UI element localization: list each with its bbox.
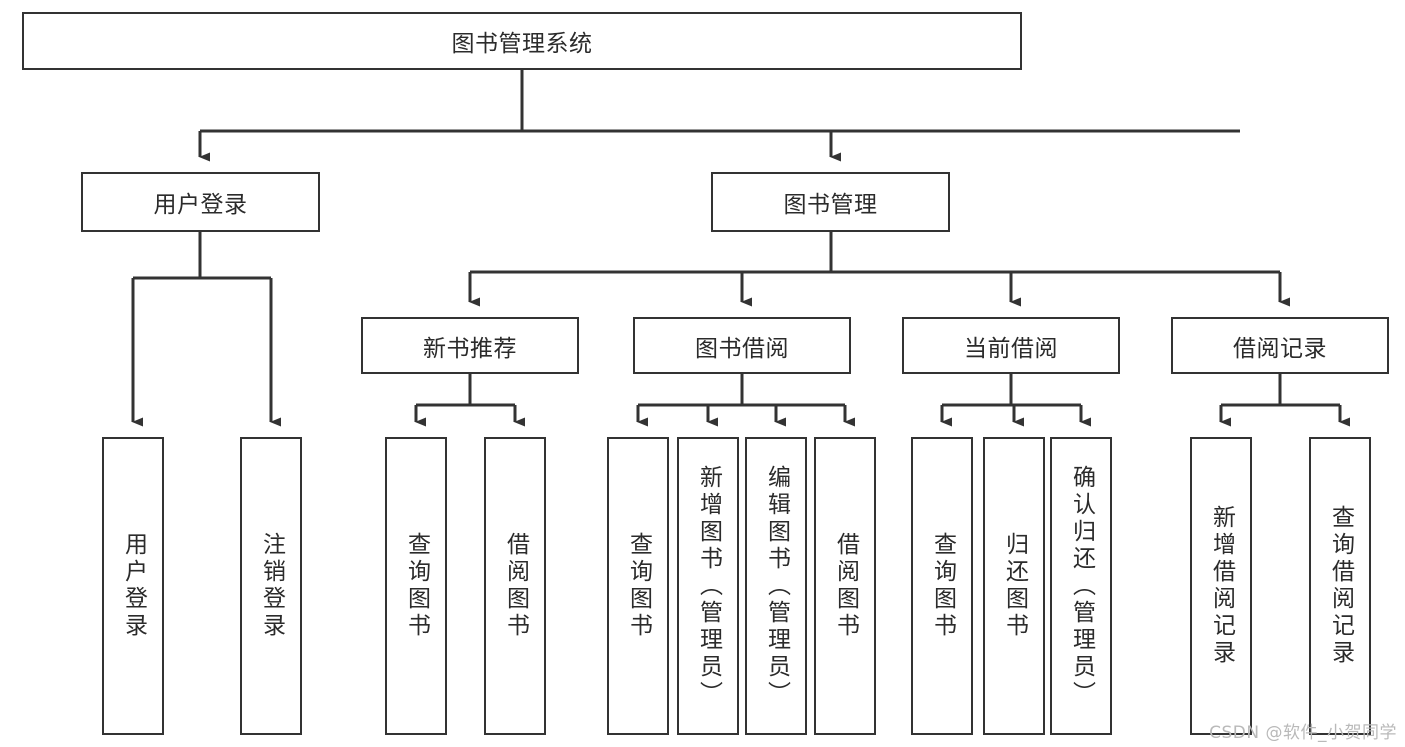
node-new-book-recommend-label: 新书推荐 (423, 335, 517, 362)
node-current-borrow-label: 当前借阅 (964, 335, 1058, 362)
node-book-borrow-label: 图书借阅 (695, 335, 789, 362)
csdn-watermark: CSDN @软件_小贺同学 (1209, 723, 1397, 743)
leaf-node[interactable]: 用户登录 (102, 437, 164, 735)
leaf-node-label: 新增借阅记录 (1208, 505, 1235, 667)
node-borrow-records-label: 借阅记录 (1233, 335, 1327, 362)
leaf-node[interactable]: 编辑图书（管理员） (745, 437, 807, 735)
leaf-node-label: 注销登录 (258, 532, 285, 640)
leaf-node[interactable]: 查询图书 (607, 437, 669, 735)
node-book-management[interactable]: 图书管理 (711, 172, 950, 232)
leaf-node-label: 查询图书 (929, 532, 956, 640)
leaf-node-label: 编辑图书（管理员） (763, 464, 790, 708)
node-book-management-label: 图书管理 (783, 192, 878, 218)
leaf-node[interactable]: 借阅图书 (814, 437, 876, 735)
node-root[interactable]: 图书管理系统 (22, 12, 1022, 70)
leaf-node-label: 用户登录 (120, 532, 147, 640)
node-root-label: 图书管理系统 (451, 31, 593, 57)
leaf-node[interactable]: 注销登录 (240, 437, 302, 735)
leaf-node-label: 确认归还（管理员） (1068, 464, 1095, 708)
node-borrow-records[interactable]: 借阅记录 (1171, 317, 1389, 374)
leaf-node-label: 查询图书 (625, 532, 652, 640)
leaf-node[interactable]: 借阅图书 (484, 437, 546, 735)
node-book-borrow[interactable]: 图书借阅 (633, 317, 851, 374)
node-current-borrow[interactable]: 当前借阅 (902, 317, 1120, 374)
leaf-node-label: 新增图书（管理员） (695, 464, 722, 708)
leaf-node[interactable]: 查询图书 (911, 437, 973, 735)
leaf-node[interactable]: 新增图书（管理员） (677, 437, 739, 735)
leaf-node-label: 归还图书 (1001, 532, 1028, 640)
leaf-node[interactable]: 查询图书 (385, 437, 447, 735)
leaf-node[interactable]: 新增借阅记录 (1190, 437, 1252, 735)
node-user-login-label: 用户登录 (153, 192, 248, 218)
leaf-node-label: 借阅图书 (832, 532, 859, 640)
leaf-node[interactable]: 归还图书 (983, 437, 1045, 735)
leaf-node-label: 查询借阅记录 (1327, 505, 1354, 667)
leaf-node-label: 借阅图书 (502, 532, 529, 640)
leaf-node[interactable]: 确认归还（管理员） (1050, 437, 1112, 735)
node-new-book-recommend[interactable]: 新书推荐 (361, 317, 579, 374)
node-user-login[interactable]: 用户登录 (81, 172, 320, 232)
leaf-node-label: 查询图书 (403, 532, 430, 640)
leaf-node[interactable]: 查询借阅记录 (1309, 437, 1371, 735)
